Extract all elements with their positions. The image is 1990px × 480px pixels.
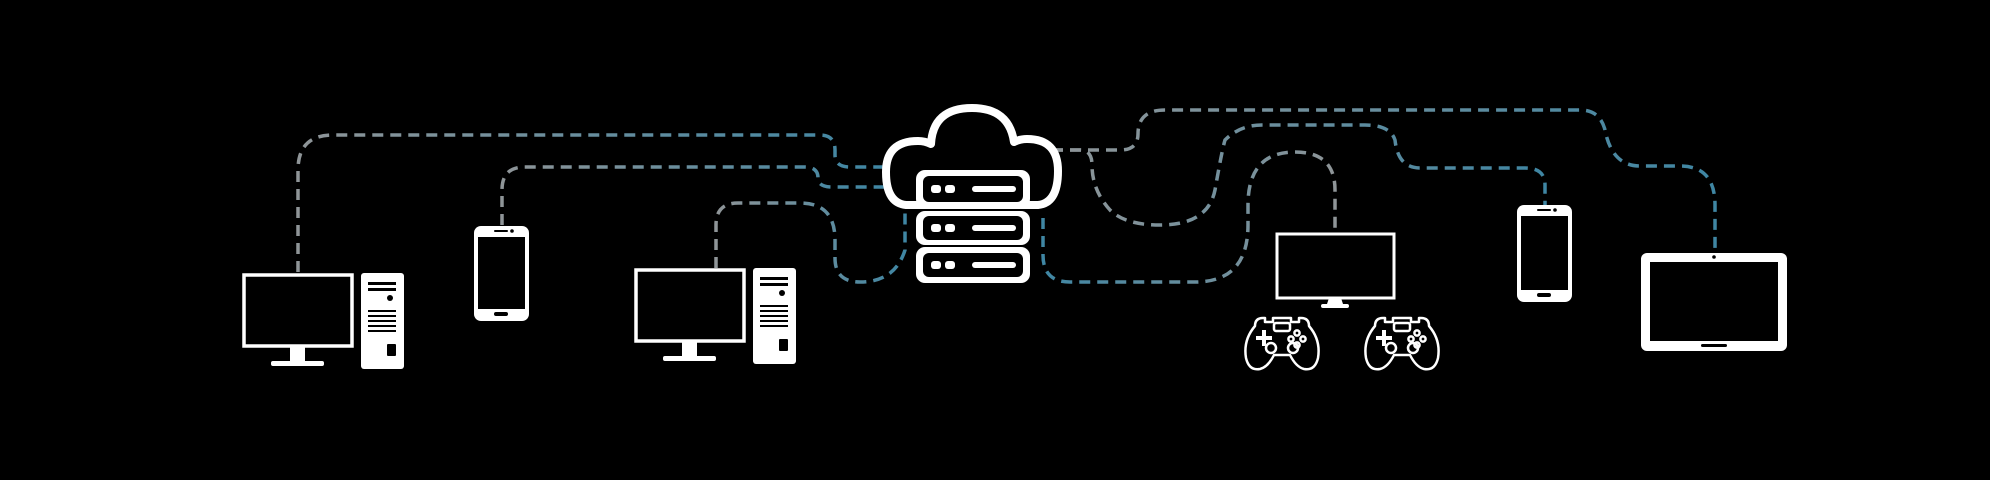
connection-phone-left (500, 165, 885, 225)
monitor-icon (634, 268, 746, 361)
television-icon (1275, 232, 1396, 308)
connection-desktop-left (296, 133, 885, 272)
tower-case-icon (753, 268, 796, 364)
connection-tv (1041, 150, 1337, 284)
smartphone-icon (1517, 205, 1572, 302)
tower-case-icon (361, 273, 404, 369)
connection-desktop-middle (714, 201, 907, 284)
gamepad-icon (1244, 316, 1320, 371)
connection-phone-right (1052, 123, 1547, 227)
cloud-server-icon (882, 104, 1062, 283)
smartphone-icon (474, 226, 529, 321)
desktop-computer-icon (634, 268, 796, 364)
tablet-icon (1641, 253, 1787, 351)
gamepad-icon (1364, 316, 1440, 371)
monitor-icon (242, 273, 354, 366)
desktop-computer-icon (242, 273, 404, 369)
connection-tablet (1052, 108, 1717, 258)
